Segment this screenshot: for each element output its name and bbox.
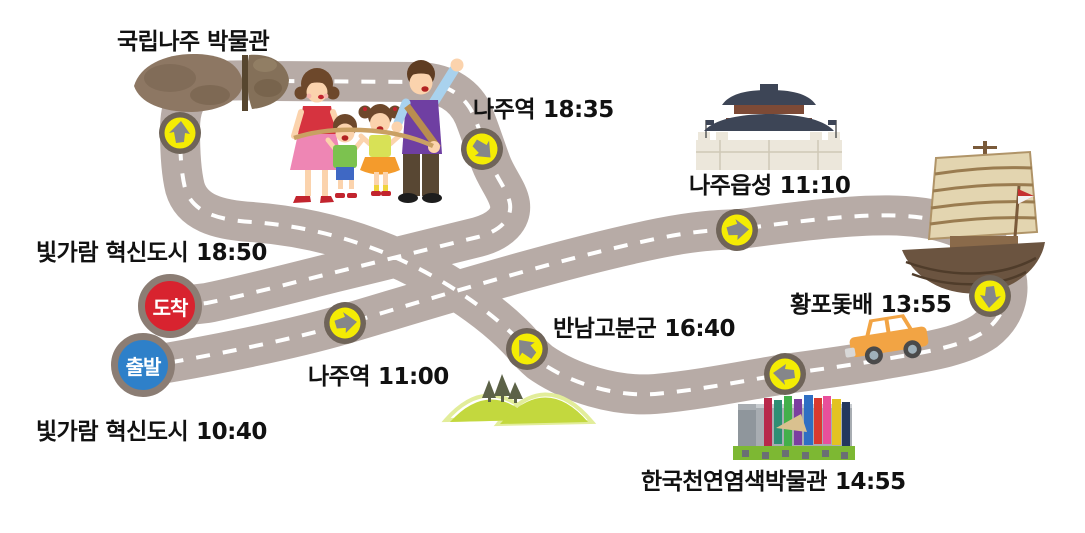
dye-banners-icon [764,395,850,446]
route-arrow-up-left-icon [506,328,548,370]
car-illustration [844,314,929,365]
burial-mounds-illustration [441,374,597,427]
boy-figure [325,114,365,198]
fortress-gate-illustration [696,84,842,170]
sailboat-illustration [902,141,1045,294]
route-arrow-down-icon [969,275,1011,317]
pine-trees-icon [482,374,523,403]
girl-figure [358,104,402,196]
departure-badge-label: 출발 [125,354,162,379]
dyeing-museum-illustration [733,395,855,460]
departure-badge: 출발 [111,333,175,397]
arrival-badge-label: 도착 [152,295,189,320]
rope [293,127,434,149]
route-arrow-right-icon [716,209,758,251]
route-arrow-right-icon [324,302,366,344]
family-illustration [290,58,464,203]
jar-coffin-artifact-illustration [134,53,289,112]
route-arrow-left-icon [764,353,806,395]
stop-label-national-museum: 국립나주 박물관 [117,29,270,55]
route-arrow-down-right-icon [461,128,503,170]
arrival-badge: 도착 [138,274,202,338]
route-arrow-up-icon [159,112,201,154]
father-figure [391,58,464,203]
